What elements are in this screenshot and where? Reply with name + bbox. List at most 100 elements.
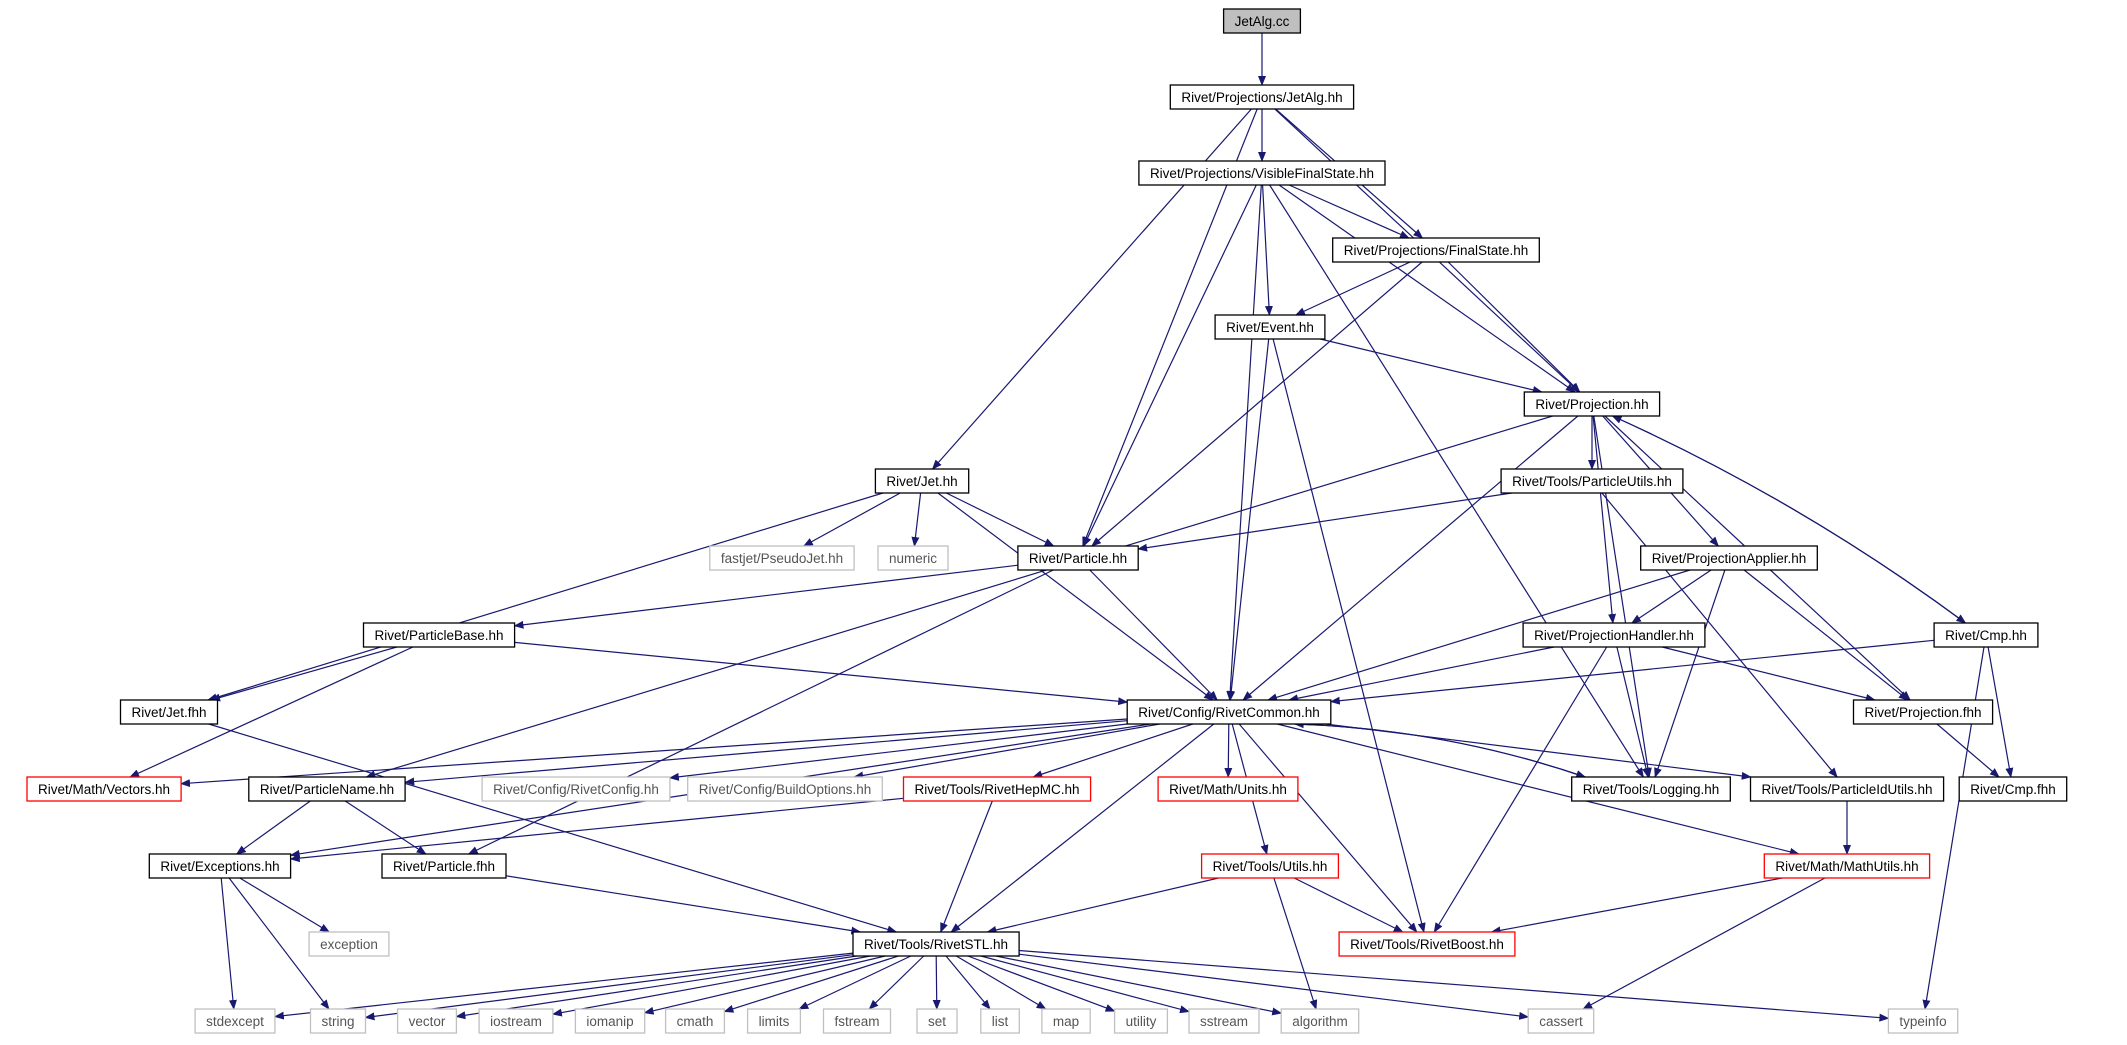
- node-rivet-math-units-hh[interactable]: Rivet/Math/Units.hh: [1157, 776, 1299, 802]
- node-box: [1169, 84, 1355, 110]
- node-label: cmath: [677, 1014, 714, 1029]
- edge-jet-to-rivetcommon: [937, 492, 1214, 701]
- node-rivet-jet-fhh[interactable]: Rivet/Jet.fhh: [119, 699, 219, 725]
- node-label: Rivet/Math/Units.hh: [1169, 782, 1287, 797]
- edge-projhandler-to-logging: [1616, 646, 1650, 778]
- node-label: algorithm: [1292, 1014, 1348, 1029]
- node-rivet-tools-rivethepmc-hh[interactable]: Rivet/Tools/RivetHepMC.hh: [902, 776, 1092, 802]
- node-label: Rivet/Projections/FinalState.hh: [1344, 243, 1529, 258]
- edge-rivetstl-to-map: [955, 955, 1047, 1010]
- node-box: [574, 1008, 646, 1034]
- node-cassert: cassert: [1527, 1008, 1595, 1034]
- node-rivet-tools-utils-hh[interactable]: Rivet/Tools/Utils.hh: [1200, 853, 1340, 879]
- node-box: [1200, 853, 1340, 879]
- node-typeinfo: typeinfo: [1887, 1008, 1959, 1034]
- node-rivet-tools-rivetstl-hh[interactable]: Rivet/Tools/RivetSTL.hh: [852, 931, 1020, 957]
- node-box: [1933, 622, 2039, 648]
- edge-rivetstl-to-set: [932, 955, 941, 1010]
- node-label: set: [928, 1014, 946, 1029]
- edge-particlename-to-exceptions: [235, 800, 311, 855]
- node-label: Rivet/Config/BuildOptions.hh: [699, 782, 872, 797]
- edge-particle-fhh-to-rivetstl: [505, 875, 862, 935]
- edge-rivetcommon-to-buildoptions: [853, 723, 1160, 780]
- node-rivet-tools-rivetboost-hh[interactable]: Rivet/Tools/RivetBoost.hh: [1338, 931, 1516, 957]
- file-nodes: JetAlg.ccRivet/Projections/JetAlg.hhRive…: [26, 8, 2068, 1034]
- node-rivet-jet-hh[interactable]: Rivet/Jet.hh: [874, 468, 970, 494]
- node-label: Rivet/Tools/RivetBoost.hh: [1350, 937, 1504, 952]
- node-box: [1138, 160, 1386, 186]
- edge-cmp-to-cmp-fhh: [1987, 646, 2014, 778]
- node-rivet-tools-particleutils-hh[interactable]: Rivet/Tools/ParticleUtils.hh: [1500, 468, 1684, 494]
- node-label: Rivet/Tools/ParticleIdUtils.hh: [1761, 782, 1932, 797]
- node-algorithm: algorithm: [1280, 1008, 1360, 1034]
- node-jetalg-cc[interactable]: JetAlg.cc: [1222, 8, 1302, 34]
- node-list: list: [980, 1008, 1020, 1034]
- node-label: Rivet/Jet.fhh: [131, 705, 206, 720]
- node-rivet-projections-jetalg-hh[interactable]: Rivet/Projections/JetAlg.hh: [1169, 84, 1355, 110]
- node-rivet-projection-fhh[interactable]: Rivet/Projection.fhh: [1852, 699, 1994, 725]
- node-rivet-config-rivetcommon-hh[interactable]: Rivet/Config/RivetCommon.hh: [1126, 699, 1332, 725]
- node-rivet-math-vectors-hh[interactable]: Rivet/Math/Vectors.hh: [26, 776, 182, 802]
- edge-projhandler-to-proj-fhh: [1662, 646, 1876, 702]
- node-box: [1749, 776, 1945, 802]
- node-box: [1188, 1008, 1260, 1034]
- edge-rivetcommon-to-rivetconfig: [668, 723, 1128, 781]
- node-rivet-particlebase-hh[interactable]: Rivet/ParticleBase.hh: [362, 622, 516, 648]
- node-box: [1523, 391, 1661, 417]
- node-label: stdexcept: [206, 1014, 264, 1029]
- node-rivet-cmp-hh[interactable]: Rivet/Cmp.hh: [1933, 622, 2039, 648]
- node-rivet-math-mathutils-hh[interactable]: Rivet/Math/MathUtils.hh: [1763, 853, 1931, 879]
- node-label: exception: [320, 937, 378, 952]
- node-box: [687, 776, 883, 802]
- node-rivet-projections-finalstate-hh[interactable]: Rivet/Projections/FinalState.hh: [1332, 237, 1540, 263]
- edge-event-to-rivetboost: [1272, 338, 1426, 933]
- node-rivet-tools-logging-hh[interactable]: Rivet/Tools/Logging.hh: [1571, 776, 1731, 802]
- node-label: Rivet/Projection.hh: [1535, 397, 1648, 412]
- node-rivet-cmp-fhh[interactable]: Rivet/Cmp.fhh: [1958, 776, 2068, 802]
- edge-projection-to-projhandler: [1592, 415, 1617, 624]
- node-label: Rivet/Cmp.fhh: [1970, 782, 2056, 797]
- node-label: Rivet/Particle.hh: [1029, 551, 1127, 566]
- edge-rivetstl-to-cmath: [723, 955, 899, 1013]
- edge-exceptions-to-stdexcept: [220, 877, 237, 1010]
- edge-proj-fhh-to-cmp-fhh: [1936, 723, 2000, 778]
- node-label: Rivet/Particle.fhh: [393, 859, 495, 874]
- edge-rivetstl-to-utility: [967, 955, 1116, 1012]
- node-fastjet-pseudojet-hh: fastjet/PseudoJet.hh: [709, 545, 855, 571]
- edge-projapplier-to-proj-fhh: [1743, 569, 1909, 701]
- node-label: Rivet/Projection.fhh: [1864, 705, 1981, 720]
- node-box: [877, 545, 949, 571]
- node-rivet-projectionapplier-hh[interactable]: Rivet/ProjectionApplier.hh: [1640, 545, 1818, 571]
- node-rivet-exceptions-hh[interactable]: Rivet/Exceptions.hh: [148, 853, 292, 879]
- edge-finalstate-to-event: [1294, 261, 1411, 316]
- edge-visiblefs-to-logging: [1269, 184, 1644, 778]
- node-label: iostream: [490, 1014, 542, 1029]
- node-rivet-particlename-hh[interactable]: Rivet/ParticleName.hh: [248, 776, 406, 802]
- node-box: [1852, 699, 1994, 725]
- node-rivet-projections-visiblefinalstate-hh[interactable]: Rivet/Projections/VisibleFinalState.hh: [1138, 160, 1386, 186]
- node-rivet-projection-hh[interactable]: Rivet/Projection.hh: [1523, 391, 1661, 417]
- edge-visiblefs-to-finalstate: [1288, 184, 1410, 239]
- node-box: [916, 1008, 958, 1034]
- edge-particlebase-to-vectors: [129, 646, 414, 778]
- edge-projhandler-to-rivetboost: [1433, 646, 1608, 933]
- node-label: Rivet/Projections/JetAlg.hh: [1181, 90, 1342, 105]
- node-utility: utility: [1113, 1008, 1169, 1034]
- edge-cmp-to-projection: [1611, 415, 1966, 624]
- node-rivet-particle-fhh[interactable]: Rivet/Particle.fhh: [381, 853, 507, 879]
- node-iostream: iostream: [478, 1008, 554, 1034]
- node-label: Rivet/Tools/RivetSTL.hh: [864, 937, 1008, 952]
- node-rivet-projectionhandler-hh[interactable]: Rivet/ProjectionHandler.hh: [1522, 622, 1706, 648]
- edge-rivetstl-to-algorithm: [995, 955, 1283, 1016]
- node-rivet-tools-particleidutils-hh[interactable]: Rivet/Tools/ParticleIdUtils.hh: [1749, 776, 1945, 802]
- node-box: [1157, 776, 1299, 802]
- node-box: [396, 1008, 458, 1034]
- node-box: [381, 853, 507, 879]
- node-label: Rivet/Tools/ParticleUtils.hh: [1512, 474, 1672, 489]
- edge-rivetstl-to-cassert: [1018, 953, 1530, 1020]
- edge-rivetstl-to-fstream: [868, 955, 925, 1010]
- node-rivet-particle-hh[interactable]: Rivet/Particle.hh: [1017, 545, 1139, 571]
- edge-projection-to-cmp: [1612, 415, 1967, 624]
- node-box: [1017, 545, 1139, 571]
- node-rivet-event-hh[interactable]: Rivet/Event.hh: [1214, 314, 1326, 340]
